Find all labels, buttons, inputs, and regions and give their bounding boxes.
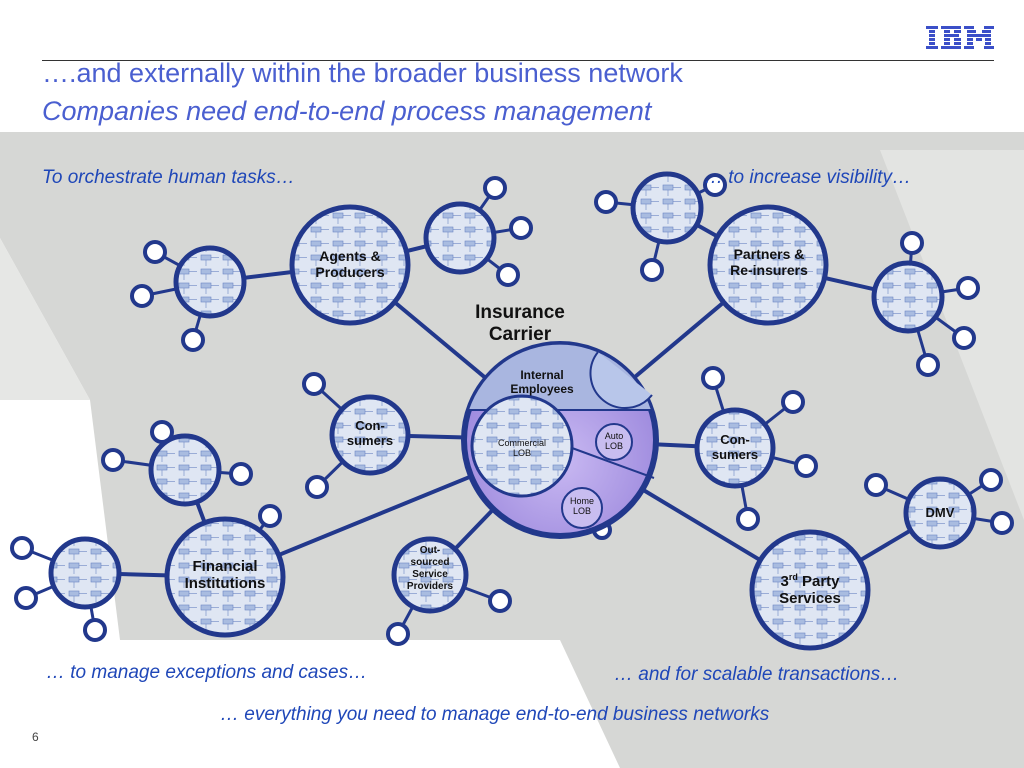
partners-reinsurers-label: Partners & Re-insurers <box>714 246 824 278</box>
ibm-logo-icon <box>926 26 994 49</box>
outsourced-providers-label: Out- sourced Service Providers <box>396 545 464 593</box>
auto-line1: Auto <box>604 431 624 441</box>
carrier-line2: Carrier <box>488 323 552 345</box>
third-party-line1: 3rd Party <box>750 572 870 590</box>
third-party-num: 3 <box>780 573 789 590</box>
home-line1: Home <box>569 496 594 506</box>
dmv-label: DMV <box>925 505 955 520</box>
partners-line1: Partners & <box>733 246 805 262</box>
financial-institutions-label: Financial Institutions <box>165 558 285 593</box>
consumers-right-line2: sumers <box>711 446 759 462</box>
caption-bottom-right: … and for scalable transactions… <box>614 664 900 685</box>
commercial-lob-label: Commercial LOB <box>487 438 557 459</box>
consumers-right-line1: Con- <box>720 432 750 447</box>
partners-line2: Re-insurers <box>730 262 808 279</box>
third-party-line2: Services <box>779 590 841 608</box>
header-rule <box>42 60 994 61</box>
consumers-left-line2: sumers <box>346 432 394 448</box>
outsourced-line4: Providers <box>406 581 454 592</box>
agents-line2: Producers <box>315 264 385 281</box>
third-party-sup: rd <box>788 572 798 582</box>
endpoint-nodes <box>10 173 1014 646</box>
internal-line2: Employees <box>510 381 574 396</box>
outsourced-line2: sourced <box>410 557 450 568</box>
page-number: 6 <box>32 730 39 744</box>
consumers-left-label: Con- sumers <box>330 418 410 449</box>
commercial-line2: LOB <box>512 448 531 459</box>
insurance-carrier-label: Insurance Carrier <box>440 302 600 346</box>
internal-employees-label: Internal Employees <box>492 368 592 397</box>
auto-line2: LOB <box>604 441 623 452</box>
home-line2: LOB <box>572 506 591 517</box>
caption-top-left: To orchestrate human tasks… <box>42 167 295 188</box>
process-nodes <box>48 171 977 651</box>
outsourced-line3: Service <box>412 569 448 580</box>
financial-line1: Financial <box>192 558 258 575</box>
third-party-services-label: 3rd Party Services <box>750 572 870 608</box>
insurance-carrier-hub <box>461 341 659 539</box>
consumers-right-label: Con- sumers <box>695 432 775 463</box>
agents-line1: Agents & <box>319 248 381 264</box>
slide-title: ….and externally within the broader busi… <box>42 58 683 88</box>
consumers-left-line1: Con- <box>355 418 385 433</box>
caption-top-right: … to increase visibility… <box>704 167 911 188</box>
internal-line1: Internal <box>520 368 564 382</box>
caption-bottom-center: … everything you need to manage end-to-e… <box>220 704 770 725</box>
caption-bottom-left: … to manage exceptions and cases… <box>46 662 368 683</box>
carrier-line1: Insurance <box>475 302 565 323</box>
slide-subtitle: Companies need end-to-end process manage… <box>42 96 652 126</box>
agents-producers-label: Agents & Producers <box>300 248 400 280</box>
third-party-rest: Party <box>797 573 840 590</box>
home-lob-label: Home LOB <box>562 496 602 517</box>
auto-lob-label: Auto LOB <box>596 431 632 452</box>
commercial-line1: Commercial <box>497 438 546 448</box>
outsourced-line1: Out- <box>419 545 441 556</box>
financial-line2: Institutions <box>184 575 266 593</box>
